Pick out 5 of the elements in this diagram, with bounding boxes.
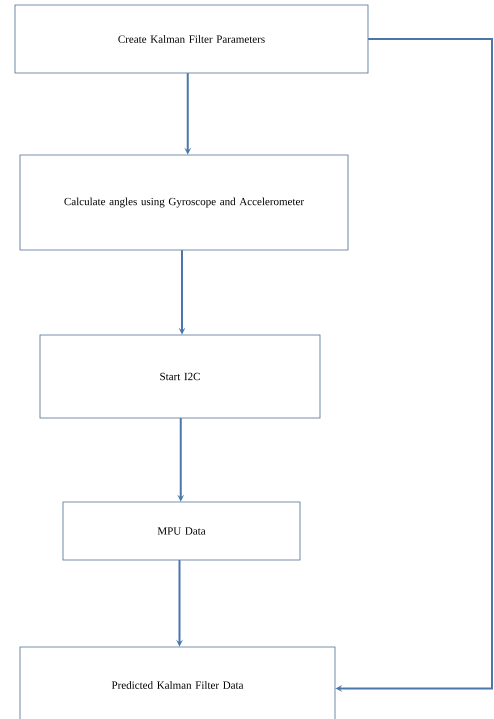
process-box: Calculate angles using Gyroscope and Accelerometer	[20, 154, 348, 250]
process-box: Start I2C	[40, 334, 320, 418]
process-box: MPU Data	[62, 502, 300, 560]
process-box: Predicted Kalman Filter Data	[20, 646, 336, 719]
process-box: Create Kalman Filter Parameters	[14, 4, 368, 74]
